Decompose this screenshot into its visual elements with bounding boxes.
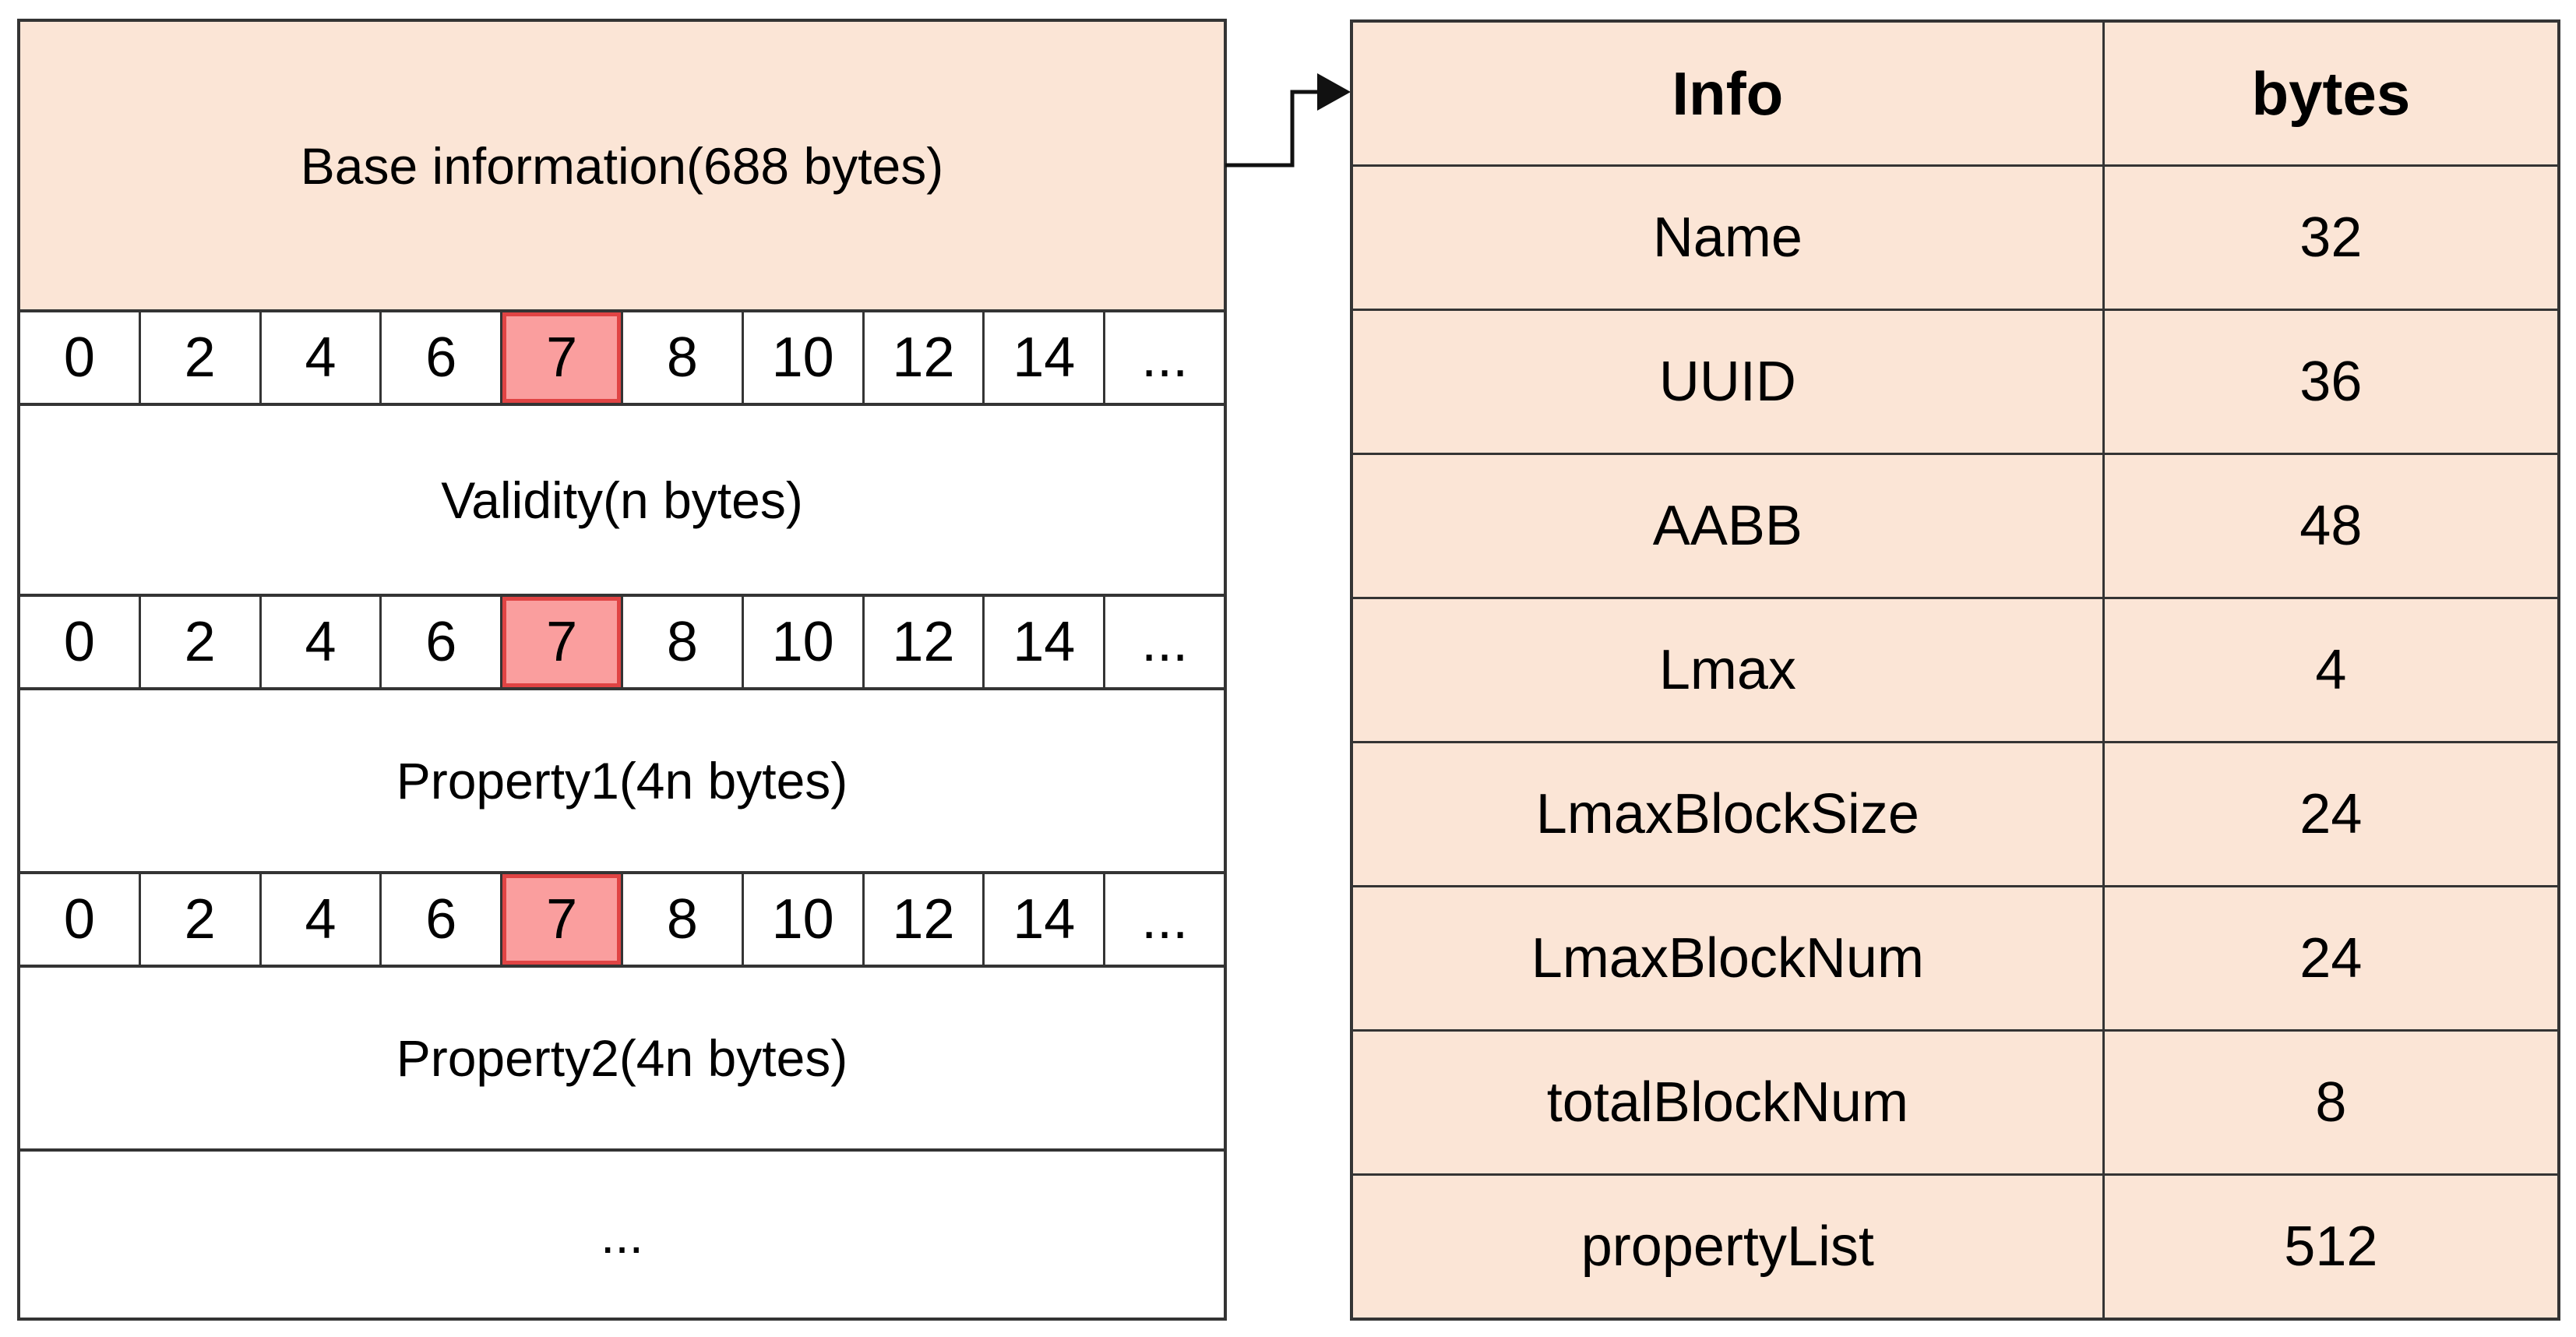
connector-arrowhead-icon: [1317, 73, 1351, 111]
bytes-cell: 8: [2315, 1071, 2347, 1134]
connector-arrow-line: [1225, 90, 1320, 168]
highlighted-byte-cell: 7: [502, 874, 623, 965]
byte-cell: 6: [382, 874, 503, 965]
bytes-cell: 512: [2284, 1215, 2378, 1278]
byte-cell: 0: [20, 312, 141, 403]
byte-cell: 14: [985, 874, 1106, 965]
bytes-cell: 48: [2299, 495, 2363, 557]
highlighted-byte-cell: 7: [502, 312, 623, 403]
table-row: LmaxBlockSize 24: [1353, 743, 2557, 887]
info-cell: Lmax: [1353, 599, 2105, 741]
info-cell: UUID: [1353, 311, 2105, 453]
header-info-cell: Info: [1353, 23, 2105, 164]
info-cell: AABB: [1353, 455, 2105, 597]
base-information-section: Base information(688 bytes): [20, 22, 1224, 312]
info-cell: totalBlockNum: [1353, 1032, 2105, 1173]
byte-cell: 8: [622, 874, 744, 965]
table-row: Name 32: [1353, 167, 2557, 311]
property2-section: Property2(4n bytes): [20, 968, 1224, 1152]
byte-offset-row-1: 0 2 4 6 7 8 10 12 14 ...: [20, 312, 1224, 406]
byte-cell: 2: [140, 874, 262, 965]
table-header-row: Info bytes: [1353, 23, 2557, 167]
byte-cell: 10: [743, 874, 865, 965]
info-bytes-table: Info bytes Name 32 UUID 36 AABB 48 Lmax …: [1350, 19, 2560, 1321]
table-row: AABB 48: [1353, 455, 2557, 599]
byte-cell: 12: [864, 312, 985, 403]
bytes-cell: 32: [2299, 206, 2363, 269]
table-row: totalBlockNum 8: [1353, 1032, 2557, 1176]
property1-label: Property1(4n bytes): [396, 752, 848, 810]
validity-label: Validity(n bytes): [441, 471, 803, 529]
byte-cell: 4: [261, 874, 382, 965]
byte-cell: 14: [985, 597, 1106, 687]
byte-cell: 6: [382, 312, 503, 403]
memory-layout-block: Base information(688 bytes) 0 2 4 6 7 8 …: [17, 19, 1227, 1321]
byte-offset-row-2: 0 2 4 6 7 8 10 12 14 ...: [20, 597, 1224, 690]
byte-cell: 8: [622, 597, 744, 687]
bytes-cell: 24: [2299, 927, 2363, 990]
byte-cell: ...: [1105, 312, 1224, 403]
byte-cell: 12: [864, 597, 985, 687]
byte-cell: ...: [1105, 597, 1224, 687]
info-cell: Name: [1353, 167, 2105, 309]
byte-cell: 10: [743, 597, 865, 687]
info-cell: LmaxBlockSize: [1353, 743, 2105, 885]
byte-cell: 2: [140, 312, 262, 403]
byte-cell: 12: [864, 874, 985, 965]
table-row: UUID 36: [1353, 311, 2557, 455]
byte-cell: 10: [743, 312, 865, 403]
byte-cell: ...: [1105, 874, 1224, 965]
byte-cell: 6: [382, 597, 503, 687]
table-row: Lmax 4: [1353, 599, 2557, 743]
info-cell: propertyList: [1353, 1176, 2105, 1318]
bytes-cell: 24: [2299, 783, 2363, 845]
ellipsis-label: ...: [600, 1205, 643, 1264]
property1-section: Property1(4n bytes): [20, 690, 1224, 874]
byte-cell: 0: [20, 597, 141, 687]
info-cell: LmaxBlockNum: [1353, 887, 2105, 1029]
header-bytes-cell: bytes: [2251, 59, 2411, 128]
property2-label: Property2(4n bytes): [396, 1029, 848, 1087]
byte-cell: 4: [261, 597, 382, 687]
byte-cell: 2: [140, 597, 262, 687]
byte-cell: 14: [985, 312, 1106, 403]
byte-cell: 4: [261, 312, 382, 403]
byte-offset-row-3: 0 2 4 6 7 8 10 12 14 ...: [20, 874, 1224, 968]
more-sections-ellipsis: ...: [20, 1152, 1224, 1318]
bytes-cell: 4: [2315, 639, 2347, 701]
byte-cell: 0: [20, 874, 141, 965]
byte-cell: 8: [622, 312, 744, 403]
base-information-label: Base information(688 bytes): [300, 136, 944, 195]
table-row: LmaxBlockNum 24: [1353, 887, 2557, 1032]
highlighted-byte-cell: 7: [502, 597, 623, 687]
bytes-cell: 36: [2299, 351, 2363, 413]
validity-section: Validity(n bytes): [20, 406, 1224, 597]
table-row: propertyList 512: [1353, 1176, 2557, 1318]
